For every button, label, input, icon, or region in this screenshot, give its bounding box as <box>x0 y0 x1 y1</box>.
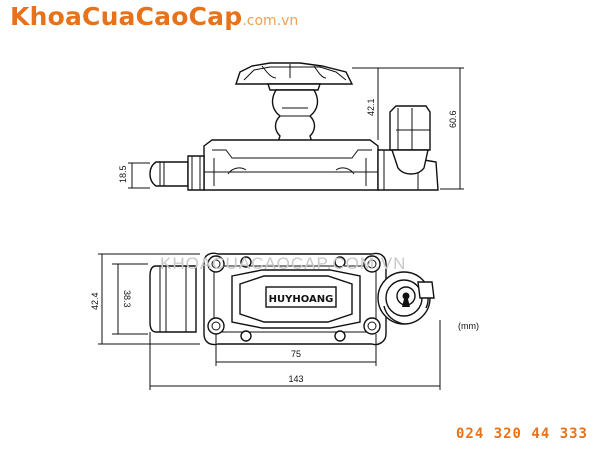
engraving-plate <box>265 286 337 308</box>
side-bolt-collar-detail <box>191 156 201 190</box>
front-scroll-ornament <box>231 269 361 329</box>
dim-front-inner-height-line <box>112 263 148 335</box>
dim-side-total-height: 60.6 <box>448 110 458 128</box>
dim-side-knob-height: 42.1 <box>366 98 376 116</box>
side-knob-stem-ring <box>280 107 310 117</box>
front-body-inner <box>213 265 377 333</box>
engraving-text: HUYHOANG <box>269 294 334 305</box>
dim-front-total-width-line <box>149 320 441 390</box>
boss-bottom-mid <box>240 330 252 342</box>
boss-top-right <box>363 255 381 273</box>
front-bolt-rings <box>159 266 187 332</box>
unit-label: (mm) <box>458 321 479 331</box>
dim-side-knob-height-line <box>352 67 384 140</box>
boss-bottom-left <box>207 317 225 335</box>
dim-side-base-height: 18.5 <box>118 165 128 183</box>
watermark: KHOACUACAOCAP.COM.VN <box>160 254 406 273</box>
side-base-detail <box>204 149 378 186</box>
side-thumb-turn-lines <box>396 108 430 150</box>
dim-front-body-width: 75 <box>291 349 301 359</box>
dim-front-body-width-line <box>215 334 377 366</box>
side-view: 18.5 42.1 60.6 <box>118 62 464 191</box>
dim-front-outer-height-line <box>98 253 200 345</box>
dim-side-base-height-line <box>128 162 150 189</box>
boss-bottom-mid-2 <box>334 330 346 342</box>
front-cylinder <box>377 271 435 325</box>
side-knob-cap-detail <box>243 64 347 81</box>
front-body <box>203 252 387 346</box>
brand-name: KhoaCuaCaoCap <box>10 2 243 31</box>
boss-top-mid <box>240 256 252 268</box>
brand-domain-suffix: .com.vn <box>242 13 299 29</box>
side-bolt-end <box>149 161 189 187</box>
side-base-plate <box>203 139 379 191</box>
side-bolt-rings <box>159 162 165 186</box>
boss-top-left <box>207 255 225 273</box>
side-bolt-collar <box>187 155 205 191</box>
dim-front-total-width: 143 <box>288 374 303 384</box>
front-bolt <box>149 265 197 333</box>
brand-logo: KhoaCuaCaoCap.com.vn <box>10 2 298 31</box>
dim-side-total-height-line <box>384 67 464 190</box>
front-corner-bosses <box>207 255 381 342</box>
side-thumb-turn <box>389 105 431 151</box>
boss-top-mid-2 <box>334 256 346 268</box>
front-view: HUYHOANG KHOACUACAOCAP.COM.VN 42.4 38.3 … <box>90 252 441 390</box>
boss-bottom-right <box>363 317 381 335</box>
side-thumb-turn-neck <box>391 149 429 175</box>
side-knob-collar <box>267 83 321 91</box>
dim-front-inner-height: 38.3 <box>122 290 132 308</box>
side-knob-cap <box>235 62 354 85</box>
dim-front-outer-height: 42.4 <box>90 292 100 310</box>
hotline-number: 024 320 44 333 <box>455 426 588 442</box>
